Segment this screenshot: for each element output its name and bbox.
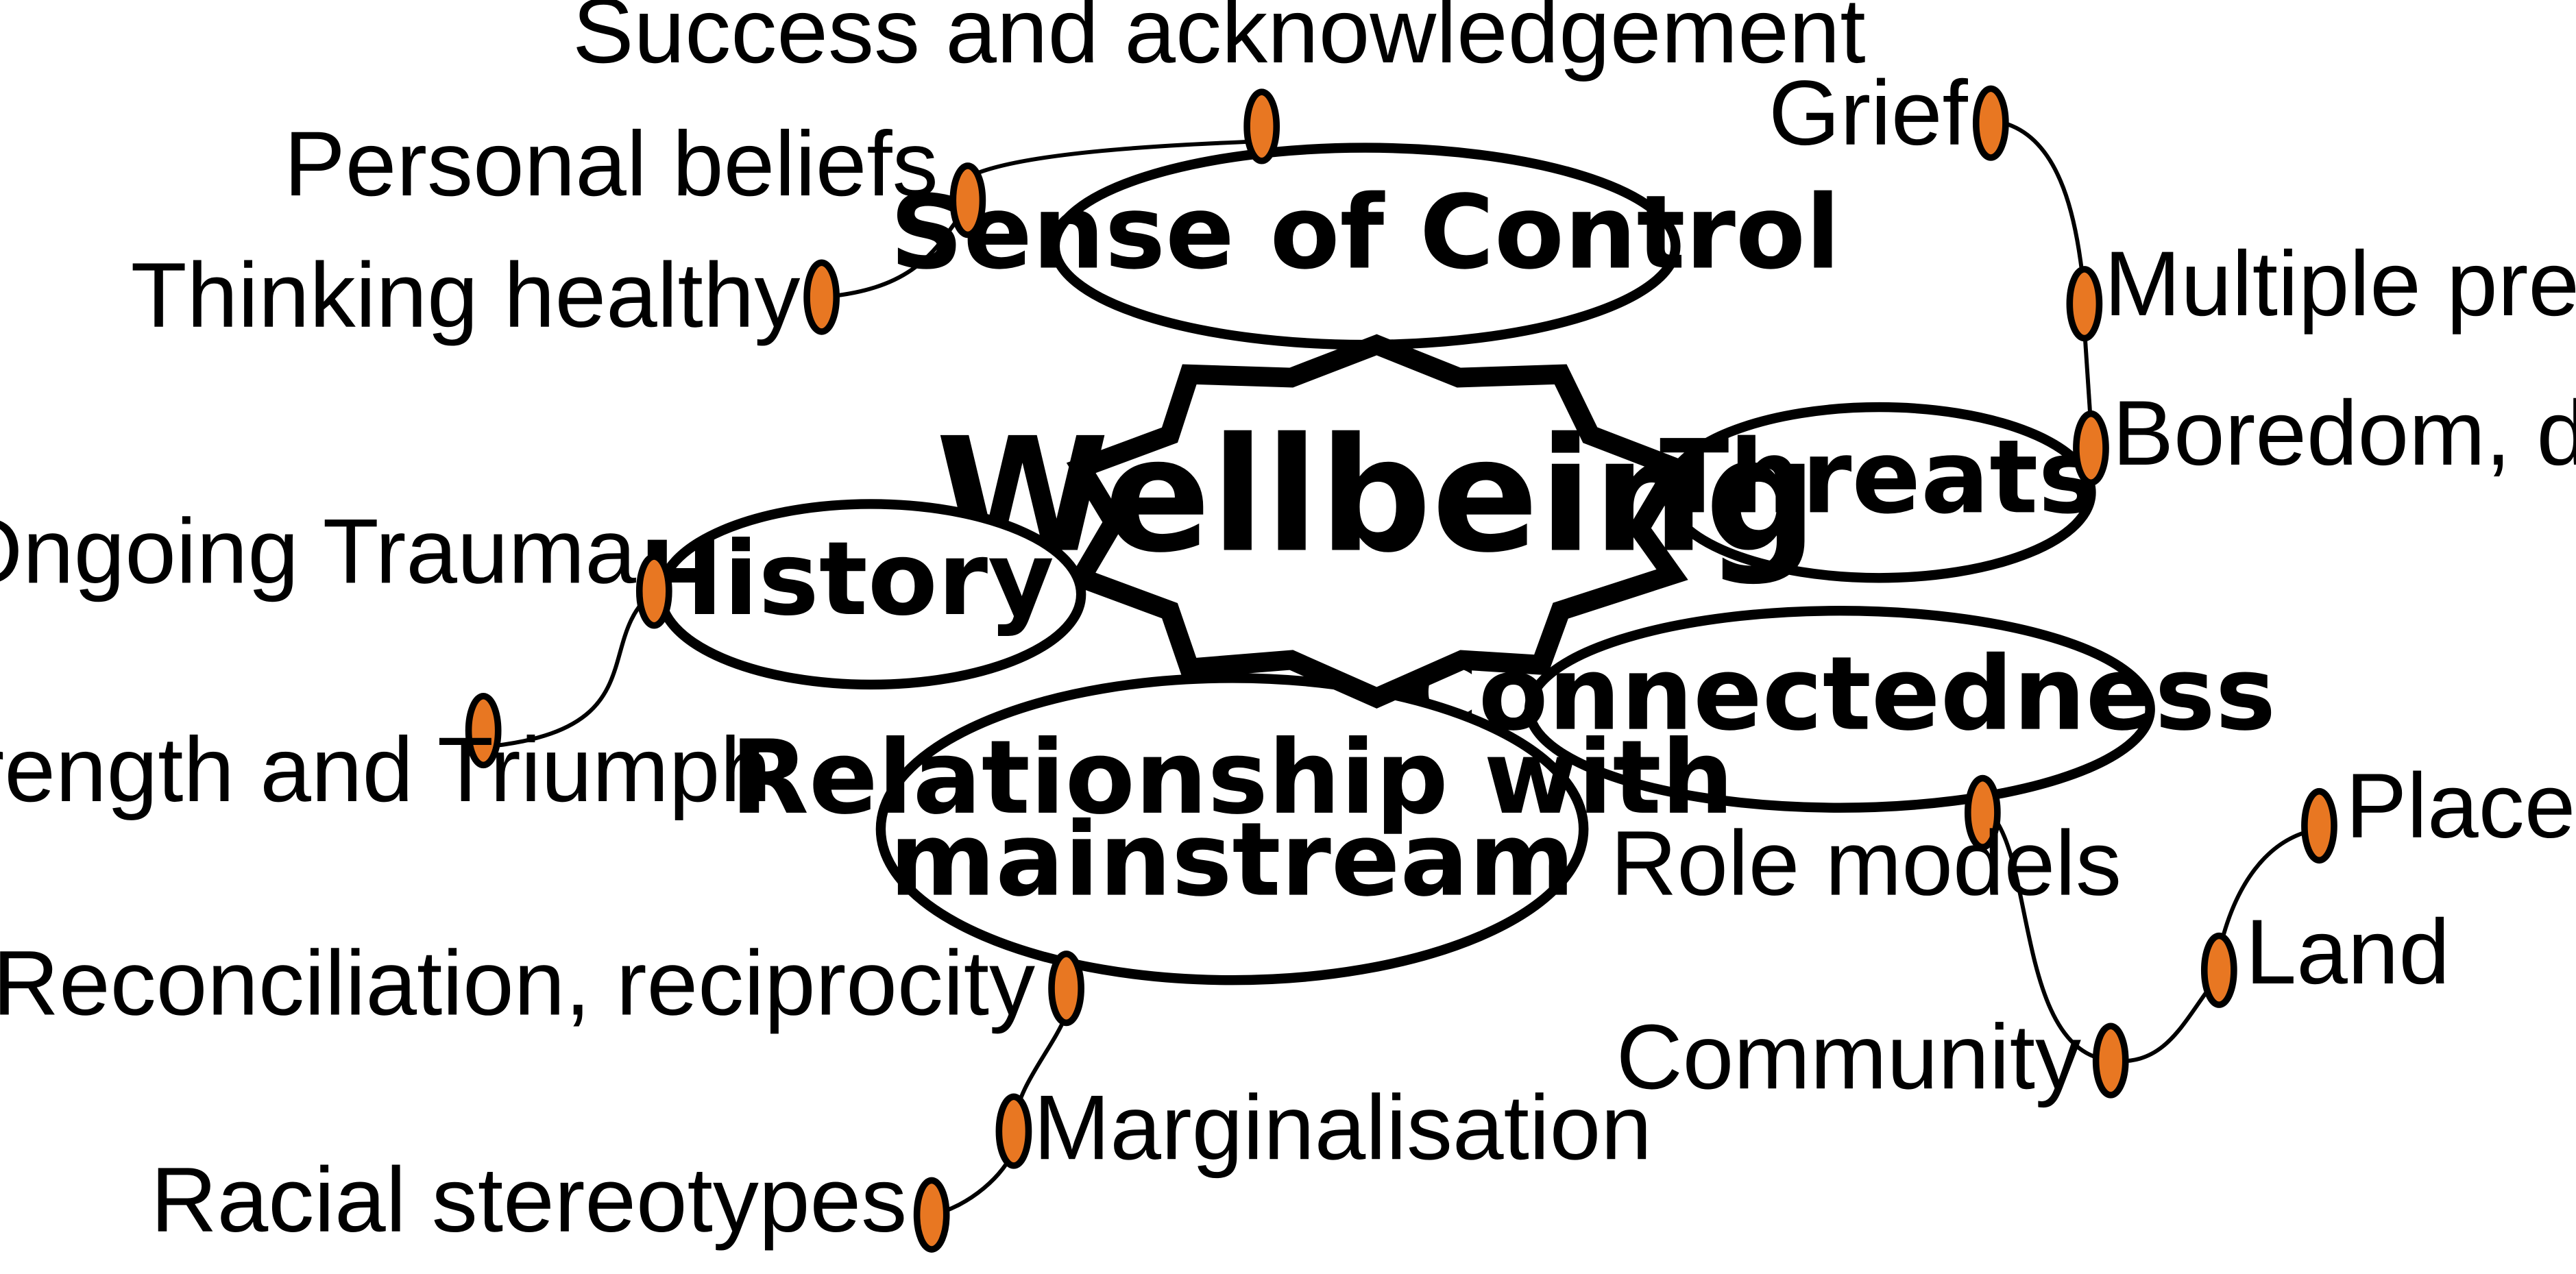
relationship-label-line1: Relationship with <box>731 719 1734 837</box>
connector-rolemodels-community <box>1981 806 2111 1063</box>
connector-pressures-boredom <box>2082 328 2093 428</box>
label-community: Community <box>1616 1006 2081 1108</box>
label-land: Land <box>2246 901 2450 1003</box>
node-marginalisation <box>995 1093 1032 1169</box>
center-wellbeing: Wellbeing <box>936 334 1818 709</box>
label-grief: Grief <box>1769 62 1968 164</box>
label-marginalisation: Marginalisation <box>1034 1077 1652 1179</box>
ellipse-relationship <box>875 673 1589 985</box>
node-place <box>2301 787 2337 864</box>
node-role-models <box>1964 774 2001 850</box>
theme-history: History <box>638 499 1086 690</box>
node-reconciliation <box>1048 951 1084 1027</box>
label-reconciliation: Reconciliation, reciprocity <box>0 932 1035 1034</box>
theme-sense-of-control: Sense of Control <box>890 143 1840 350</box>
node-strength <box>465 692 502 769</box>
node-land <box>2200 932 2237 1008</box>
threats-label: Threats <box>1660 418 2099 537</box>
theme-threats: Threats <box>1660 402 2099 583</box>
node-thinking-healthy <box>803 259 840 335</box>
label-personal-beliefs: Personal beliefs <box>284 113 938 215</box>
ellipse-connectedness <box>1524 605 2155 813</box>
history-label: History <box>638 520 1054 639</box>
node-boredom <box>2073 410 2109 487</box>
node-multiple-pressures <box>2066 266 2103 342</box>
node-racial-stereotypes <box>913 1177 950 1253</box>
node-success <box>1243 88 1280 164</box>
sense-of-control-label: Sense of Control <box>890 173 1840 292</box>
theme-relationship: Relationship with mainstream <box>731 673 1734 985</box>
connector-success-beliefs <box>967 139 1262 180</box>
label-strength: Strength and Triumph <box>0 719 771 821</box>
nodes <box>465 85 2337 1253</box>
label-boredom: Boredom, drugs, alcohol <box>2113 382 2576 485</box>
node-grief <box>1972 85 2009 161</box>
connector-grief-pressures <box>2003 121 2087 296</box>
theme-connectedness: Connectedness <box>1404 605 2276 813</box>
label-place: Place <box>2346 755 2576 857</box>
label-thinking-healthy: Thinking healthy <box>131 245 801 347</box>
relationship-label-line2: mainstream <box>890 801 1575 920</box>
node-personal-beliefs <box>949 162 986 238</box>
connector-land-place <box>2217 826 2320 953</box>
label-ongoing-trauma: Ongoing Trauma <box>0 500 636 602</box>
node-community <box>2092 1022 2129 1099</box>
label-racial-stereotypes: Racial stereotypes <box>151 1149 907 1251</box>
wellbeing-label: Wellbeing <box>936 405 1818 588</box>
wellbeing-star <box>1066 334 1690 709</box>
connector-trauma-strength <box>483 589 656 749</box>
label-multiple-pressures: Multiple pressures <box>2104 233 2576 335</box>
node-ongoing-trauma <box>635 553 672 629</box>
label-role-models: Role models <box>1610 813 2122 915</box>
label-success: Success and acknowledgement <box>572 0 1866 82</box>
